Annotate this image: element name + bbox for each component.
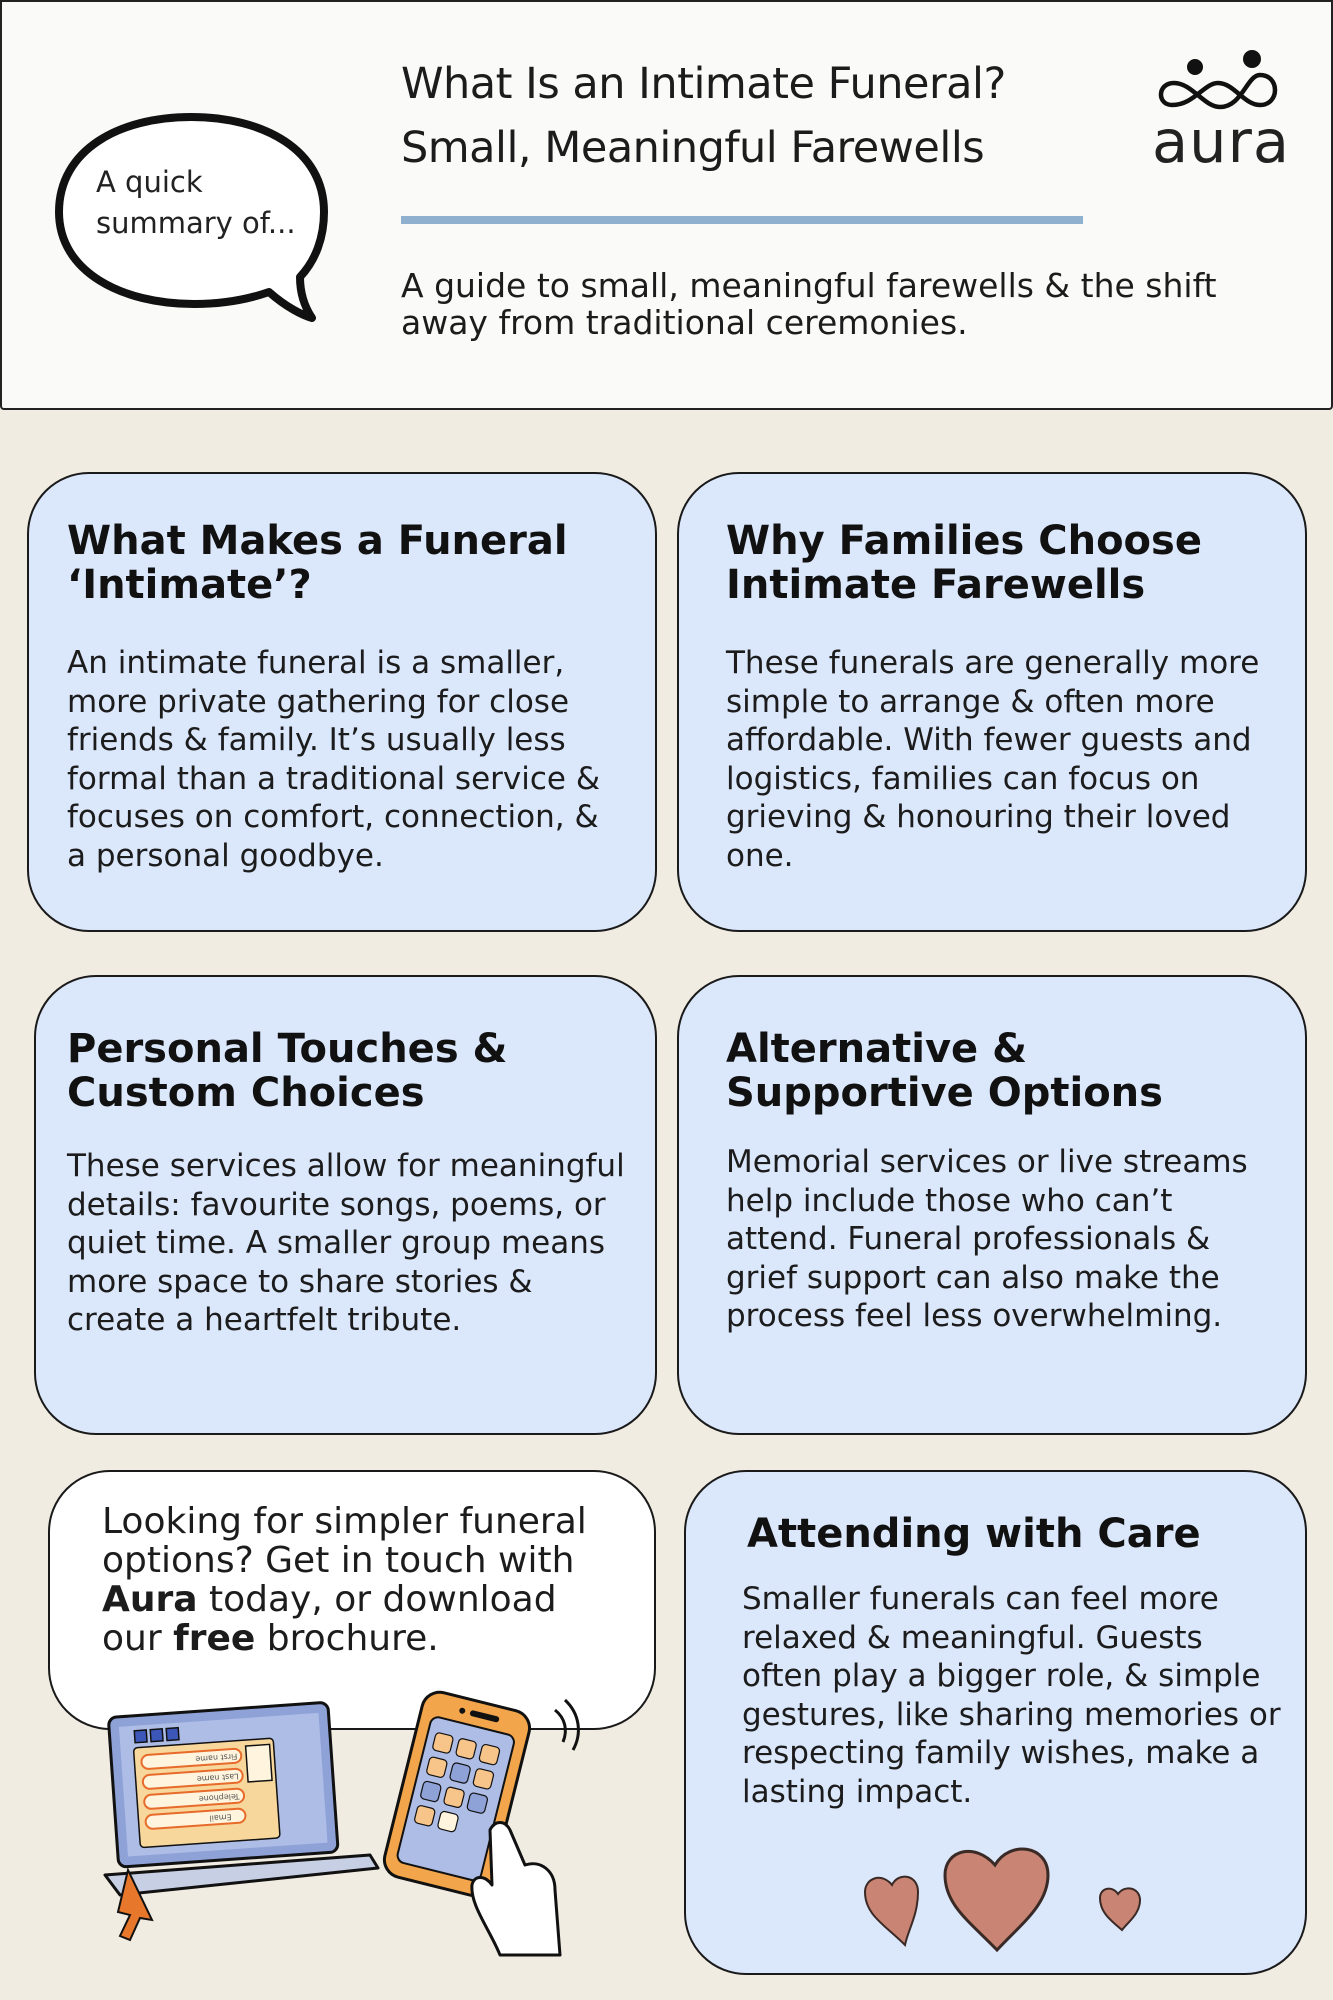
- devices-illustration: First name Last name Telephone Email: [100, 1690, 620, 1960]
- page-subtitle: A guide to small, meaningful farewells &…: [401, 266, 1217, 342]
- card-title: Why Families Choose Intimate Farewells: [726, 518, 1202, 608]
- title-line-1: What Is an Intimate Funeral?: [401, 59, 1006, 109]
- card-alternative-options: Alternative & Supportive Options Memoria…: [677, 975, 1307, 1435]
- speech-bubble-icon: [55, 113, 328, 322]
- card-body: Smaller funerals can feel more relaxed &…: [742, 1581, 1281, 1810]
- card-title: Personal Touches & Custom Choices: [67, 1026, 508, 1116]
- cta-free: free: [173, 1618, 256, 1659]
- svg-text:First name: First name: [195, 1752, 238, 1764]
- card-body: Memorial services or live streams help i…: [726, 1144, 1248, 1334]
- card-what-makes-intimate: What Makes a Funeral ‘Intimate’? An inti…: [27, 472, 657, 932]
- card-body: An intimate funeral is a smaller, more p…: [67, 645, 600, 874]
- card-body: These services allow for meaningful deta…: [67, 1148, 625, 1338]
- svg-text:Last name: Last name: [196, 1772, 238, 1784]
- card-title: What Makes a Funeral ‘Intimate’?: [67, 518, 568, 608]
- infinity-people-icon: [1158, 50, 1278, 110]
- logo-text: aura: [1152, 107, 1290, 176]
- svg-text:Email: Email: [209, 1812, 232, 1823]
- card-title: Alternative & Supportive Options: [726, 1026, 1163, 1116]
- bubble-text: A quick summary of...: [96, 165, 296, 240]
- cta-text-part: brochure.: [255, 1618, 439, 1659]
- cta-text[interactable]: Looking for simpler funeral options? Get…: [102, 1502, 622, 1658]
- card-personal-touches: Personal Touches & Custom Choices These …: [34, 975, 657, 1435]
- cta-brand: Aura: [102, 1579, 198, 1620]
- cta-panel[interactable]: Looking for simpler funeral options? Get…: [48, 1470, 656, 1730]
- heart-icon: [863, 1847, 1142, 1953]
- card-body: These funerals are generally more simple…: [726, 645, 1260, 874]
- title-divider: [401, 216, 1083, 224]
- cta-text-part: today, or download our: [102, 1579, 557, 1659]
- page-title: What Is an Intimate Funeral? Small, Mean…: [401, 52, 1101, 180]
- title-line-2: Small, Meaningful Farewells: [401, 123, 985, 173]
- header-panel: A quick summary of... What Is an Intimat…: [0, 0, 1333, 410]
- aura-logo: aura: [1152, 47, 1289, 177]
- hearts-decoration: [860, 1830, 1160, 1960]
- cta-text-part: Looking for simpler funeral options? Get…: [102, 1501, 587, 1581]
- speech-bubble: A quick summary of...: [54, 112, 329, 327]
- card-title: Attending with Care: [747, 1511, 1201, 1557]
- laptop-phone-icon: First name Last name Telephone Email: [103, 1690, 580, 1957]
- card-why-families-choose: Why Families Choose Intimate Farewells T…: [677, 472, 1307, 932]
- svg-text:Telephone: Telephone: [198, 1792, 240, 1804]
